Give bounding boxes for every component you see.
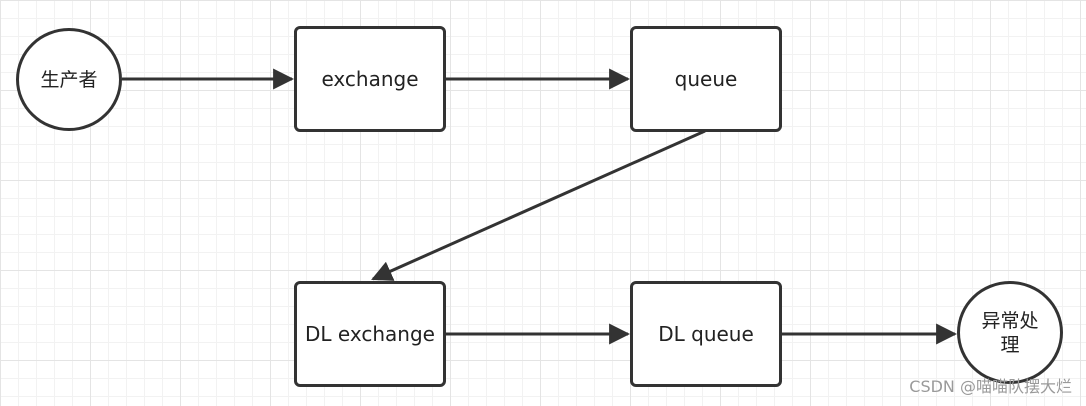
exchange-node[interactable]: exchange <box>294 26 446 132</box>
csdn-watermark: CSDN @喵喵队摆大烂 <box>909 377 1072 396</box>
queue-node[interactable]: queue <box>630 26 782 132</box>
dl-queue-label: DL queue <box>658 322 754 346</box>
queue-label: queue <box>674 67 738 91</box>
exception-handler-label: 异常处理 <box>981 309 1039 356</box>
dl-exchange-label: DL exchange <box>305 322 435 346</box>
edge-queue-to-dl-exchange <box>371 129 706 281</box>
dl-queue-node[interactable]: DL queue <box>630 281 782 387</box>
dl-exchange-node[interactable]: DL exchange <box>294 281 446 387</box>
producer-node[interactable]: 生产者 <box>16 28 122 131</box>
producer-label: 生产者 <box>40 68 98 91</box>
exchange-label: exchange <box>321 67 419 91</box>
exception-handler-node[interactable]: 异常处理 <box>957 281 1063 384</box>
